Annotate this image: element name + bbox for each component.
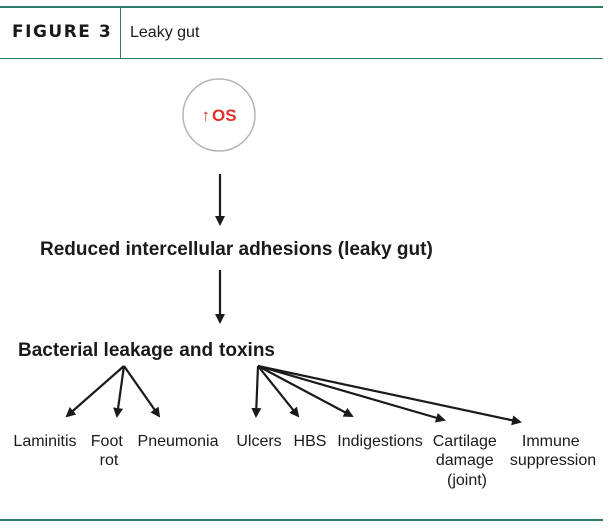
- bacterial-toxins-node: Bacterial leakage and toxins: [18, 340, 275, 361]
- outcome-hbs: HBS: [294, 433, 327, 450]
- arrow-to-immune: [257, 364, 522, 426]
- bottom-rule: [0, 519, 603, 521]
- figure-title: Leaky gut: [130, 24, 200, 41]
- outcome-indigestions: Indigestions: [337, 433, 422, 450]
- toxin-arrows: [251, 364, 522, 426]
- os-circle: [182, 78, 256, 152]
- arrow-to-foot-rot: [113, 365, 126, 418]
- bacterial-leakage-label: Bacterial leakage: [18, 340, 173, 361]
- os-node: ↑OS: [182, 78, 256, 152]
- outcome-immune: Immune suppression: [510, 433, 596, 469]
- outcome-pneumonia: Pneumonia: [138, 433, 219, 450]
- arrow-to-laminitis: [65, 365, 125, 418]
- outcome-ulcers: Ulcers: [236, 433, 281, 450]
- figure-label: FIGURE 3: [12, 22, 113, 42]
- arrow-to-hbs: [257, 365, 300, 418]
- adhesions-node: Reduced intercellular adhesions (leaky g…: [40, 239, 433, 260]
- header-divider: [120, 8, 121, 58]
- outcome-foot-rot: Foot rot: [91, 433, 127, 469]
- arrow-to-indigestions: [257, 365, 354, 417]
- toxins-label: toxins: [219, 340, 275, 361]
- outcome-laminitis: Laminitis: [13, 433, 76, 450]
- and-label: and: [179, 340, 213, 361]
- arrow-to-cartilage: [257, 364, 446, 423]
- outcome-cartilage: Cartilage damage (joint): [433, 433, 501, 489]
- header-bottom-rule: [0, 58, 603, 59]
- os-label: ↑OS: [201, 106, 236, 125]
- arrow-to-ulcers: [251, 365, 262, 418]
- top-rule: [0, 6, 603, 8]
- bacterial-arrows: [65, 365, 161, 418]
- up-arrow-icon: ↑: [201, 106, 210, 125]
- arrow-to-pneumonia: [123, 365, 161, 418]
